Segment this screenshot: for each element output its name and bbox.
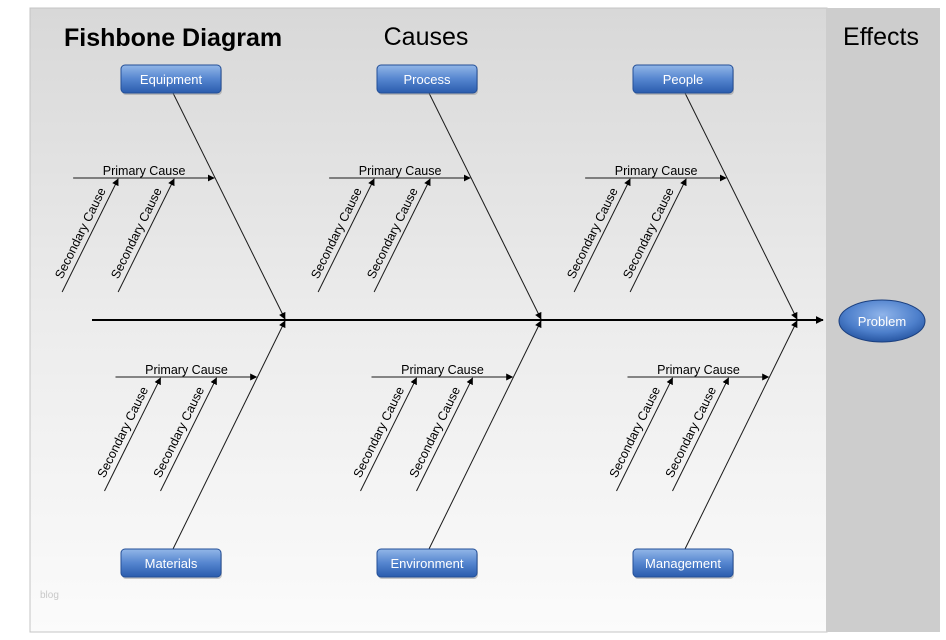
- category-box-management[interactable]: [632, 548, 734, 578]
- primary-cause-label-people: Primary Cause: [615, 164, 698, 178]
- category-label-environment: Environment: [391, 556, 464, 571]
- primary-cause-label-management: Primary Cause: [657, 363, 740, 377]
- category-box-materials[interactable]: [120, 548, 222, 578]
- secondary-cause-arrow-materials-2: [160, 377, 217, 492]
- category-bone-materials: [172, 320, 286, 550]
- diagram-title: Fishbone Diagram: [64, 24, 282, 52]
- secondary-cause-arrow-people-2: [629, 178, 687, 293]
- category-box-people[interactable]: [632, 64, 734, 94]
- secondary-cause-arrow-people-1: [573, 178, 631, 293]
- category-bone-equipment: [172, 92, 286, 320]
- secondary-cause-arrow-environment-2: [416, 377, 473, 492]
- causes-heading: Causes: [384, 23, 469, 51]
- primary-cause-label-process: Primary Cause: [359, 164, 442, 178]
- effect-label: Problem: [858, 314, 906, 329]
- secondary-cause-arrow-materials-1: [104, 377, 161, 492]
- secondary-cause-arrow-process-2: [373, 178, 431, 293]
- secondary-cause-arrow-equipment-1: [61, 178, 119, 293]
- secondary-cause-arrow-management-1: [616, 377, 673, 492]
- category-bone-management: [684, 320, 798, 550]
- secondary-cause-arrow-management-2: [672, 377, 729, 492]
- category-bone-people: [684, 92, 798, 320]
- secondary-cause-arrow-equipment-2: [117, 178, 175, 293]
- category-label-people: People: [663, 72, 703, 87]
- effect-node[interactable]: Problem: [838, 299, 926, 343]
- category-label-materials: Materials: [145, 556, 198, 571]
- bones-layer: [61, 92, 798, 550]
- primary-cause-label-materials: Primary Cause: [145, 363, 228, 377]
- effects-heading: Effects: [843, 23, 919, 51]
- category-box-environment[interactable]: [376, 548, 478, 578]
- secondary-cause-arrow-environment-1: [360, 377, 417, 492]
- category-bone-process: [428, 92, 542, 320]
- category-bone-environment: [428, 320, 542, 550]
- watermark-text: blog: [40, 590, 59, 601]
- secondary-cause-arrow-process-1: [317, 178, 375, 293]
- category-label-equipment: Equipment: [140, 72, 203, 87]
- category-box-equipment[interactable]: [120, 64, 222, 94]
- category-label-process: Process: [404, 72, 451, 87]
- category-label-management: Management: [645, 556, 721, 571]
- primary-cause-label-equipment: Primary Cause: [103, 164, 186, 178]
- primary-cause-label-environment: Primary Cause: [401, 363, 484, 377]
- category-box-process[interactable]: [376, 64, 478, 94]
- effect-ellipse[interactable]: [838, 299, 926, 343]
